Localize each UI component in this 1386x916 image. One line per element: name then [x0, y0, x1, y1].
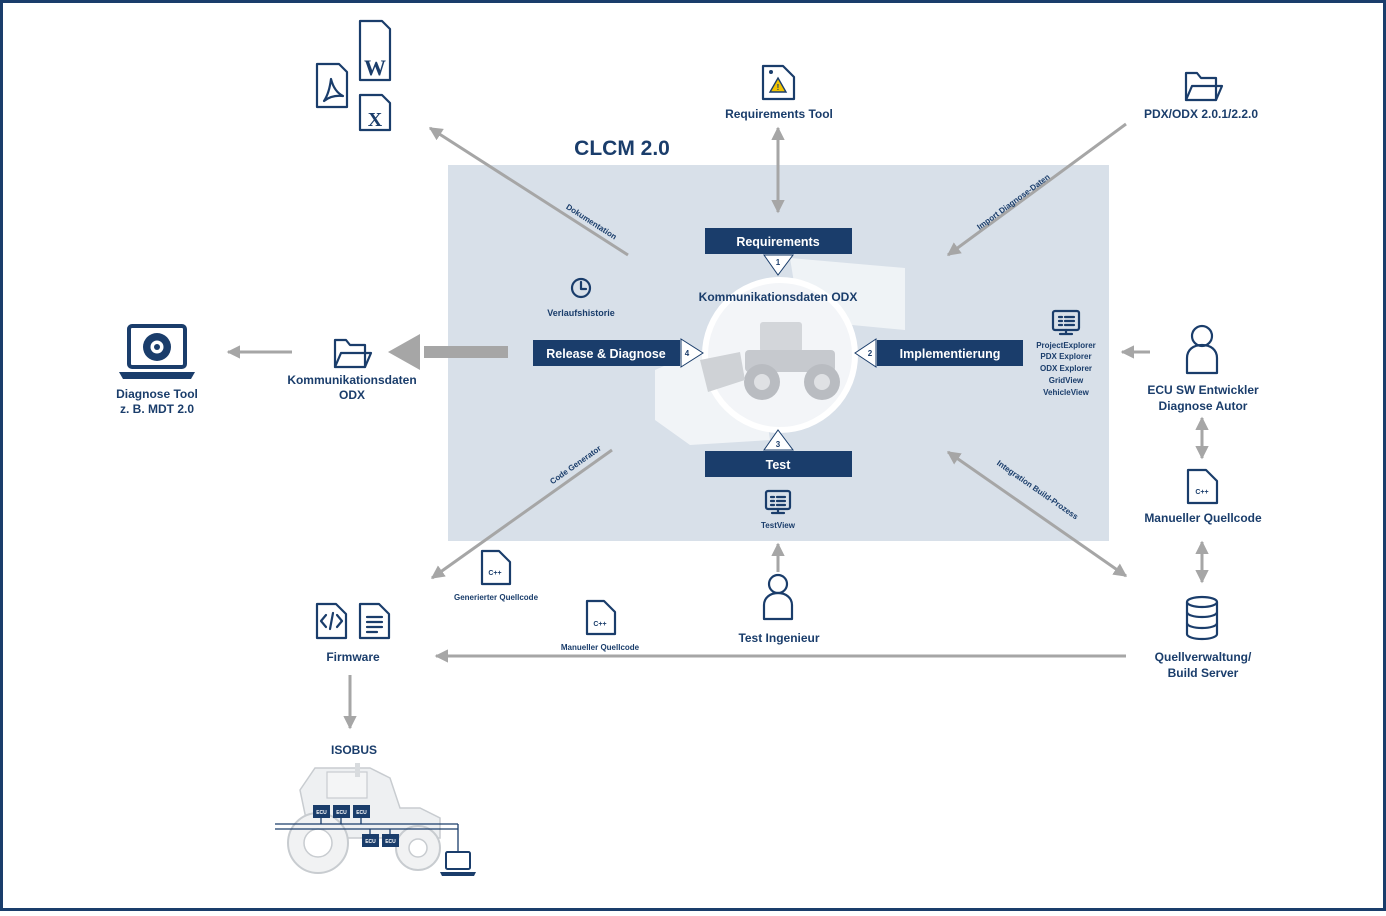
document-warning-icon: ! — [761, 64, 796, 101]
laptop-icon — [440, 851, 476, 876]
svg-text:X: X — [368, 109, 383, 131]
svg-text:ECU: ECU — [385, 839, 396, 845]
explorer-item: PDX Explorer — [1040, 352, 1091, 361]
svg-text:W: W — [364, 55, 386, 80]
implementierung-label: Implementierung — [900, 347, 1001, 361]
release-box[interactable] — [533, 340, 680, 366]
test-label: Test — [766, 458, 792, 472]
ecu-box: ECU — [313, 805, 330, 818]
explorer-item: ODX Explorer — [1040, 364, 1092, 373]
ecu-entwickler-label: ECU SW Entwickler — [1147, 383, 1259, 397]
step-2-marker — [854, 338, 877, 368]
kommunikationsdaten-sublabel: ODX — [339, 388, 365, 402]
isobus-label: ISOBUS — [331, 743, 377, 757]
requirements-label: Requirements — [736, 235, 819, 249]
firmware-label: Firmware — [326, 650, 380, 664]
cpp-file-icon: C++ — [1186, 468, 1219, 505]
svg-text:C++: C++ — [593, 621, 606, 628]
step-2-number: 2 — [868, 349, 873, 358]
monitor-list-icon — [1051, 309, 1081, 336]
word-icon: W — [358, 19, 392, 82]
explorer-item: GridView — [1049, 376, 1084, 385]
ecu-box: ECU — [353, 805, 370, 818]
cpp-file-icon: C++ — [585, 599, 617, 636]
clcm-title: CLCM 2.0 — [574, 137, 670, 160]
ecu-box: ECU — [382, 834, 399, 847]
clock-icon — [570, 277, 592, 299]
step-1-marker — [763, 254, 794, 276]
step-3-number: 3 — [776, 440, 781, 449]
quellverwaltung-label: Quellverwaltung/ — [1155, 650, 1252, 664]
svg-text:ECU: ECU — [356, 810, 367, 816]
code-file-icon — [315, 602, 348, 640]
folder-icon — [1184, 71, 1224, 102]
diagnose-tool-label: Diagnose Tool — [116, 387, 198, 401]
user-icon — [762, 573, 794, 621]
text-file-icon — [358, 602, 391, 640]
laptop-eye-icon — [119, 324, 195, 379]
arrow-import — [946, 122, 1127, 257]
diagnose-tool-sublabel: z. B. MDT 2.0 — [120, 402, 194, 416]
step-4-marker — [680, 338, 704, 368]
center-odx-label: Kommunikationsdaten ODX — [699, 290, 858, 304]
ecu-entwickler-sublabel: Diagnose Autor — [1159, 399, 1248, 413]
arrows — [226, 122, 1209, 730]
quellverwaltung-sublabel: Build Server — [1168, 666, 1239, 680]
tractor-image — [287, 763, 441, 874]
svg-text:C++: C++ — [488, 570, 501, 577]
arrow-code-generator — [430, 448, 613, 580]
database-icon — [1185, 595, 1219, 641]
history-label: Verlaufshistorie — [547, 308, 615, 318]
release-label: Release & Diagnose — [546, 347, 666, 361]
kommunikationsdaten-label: Kommunikationsdaten — [287, 373, 416, 387]
test-box[interactable] — [705, 451, 852, 477]
pdf-icon — [315, 62, 349, 109]
pdx-odx-label: PDX/ODX 2.0.1/2.2.0 — [1144, 107, 1258, 121]
explorer-item: ProjectExplorer — [1036, 341, 1096, 350]
folder-icon — [333, 338, 373, 369]
testview-label: TestView — [761, 521, 796, 530]
svg-text:!: ! — [777, 83, 780, 92]
excel-icon: X — [358, 93, 392, 132]
monitor-list-icon — [764, 489, 792, 515]
requirements-tool-label: Requirements Tool — [725, 107, 833, 121]
arrow-release-head — [388, 334, 420, 370]
arrow-dokumentation — [428, 126, 629, 257]
isobus-lines — [275, 818, 459, 852]
step-4-number: 4 — [685, 349, 690, 358]
explorer-item: VehicleView — [1043, 388, 1089, 397]
svg-text:ECU: ECU — [365, 839, 376, 845]
ecu-box: ECU — [333, 805, 350, 818]
arrow-integration — [946, 450, 1128, 578]
svg-text:C++: C++ — [1195, 489, 1208, 496]
step-3-marker — [763, 429, 794, 451]
cpp-file-icon: C++ — [480, 549, 512, 586]
svg-text:ECU: ECU — [316, 810, 327, 816]
implementierung-box[interactable] — [877, 340, 1023, 366]
manueller-quellcode-right-label: Manueller Quellcode — [1144, 511, 1262, 525]
svg-text:ECU: ECU — [336, 810, 347, 816]
step-1-number: 1 — [776, 258, 781, 267]
wheel-loader-image — [655, 258, 905, 445]
manueller-quellcode-bottom-label: Manueller Quellcode — [561, 643, 640, 652]
ecu-box: ECU — [362, 834, 379, 847]
user-icon — [1185, 324, 1219, 375]
requirements-box[interactable] — [705, 228, 852, 254]
generierter-quellcode-label: Generierter Quellcode — [454, 593, 539, 602]
test-ingenieur-label: Test Ingenieur — [738, 631, 819, 645]
